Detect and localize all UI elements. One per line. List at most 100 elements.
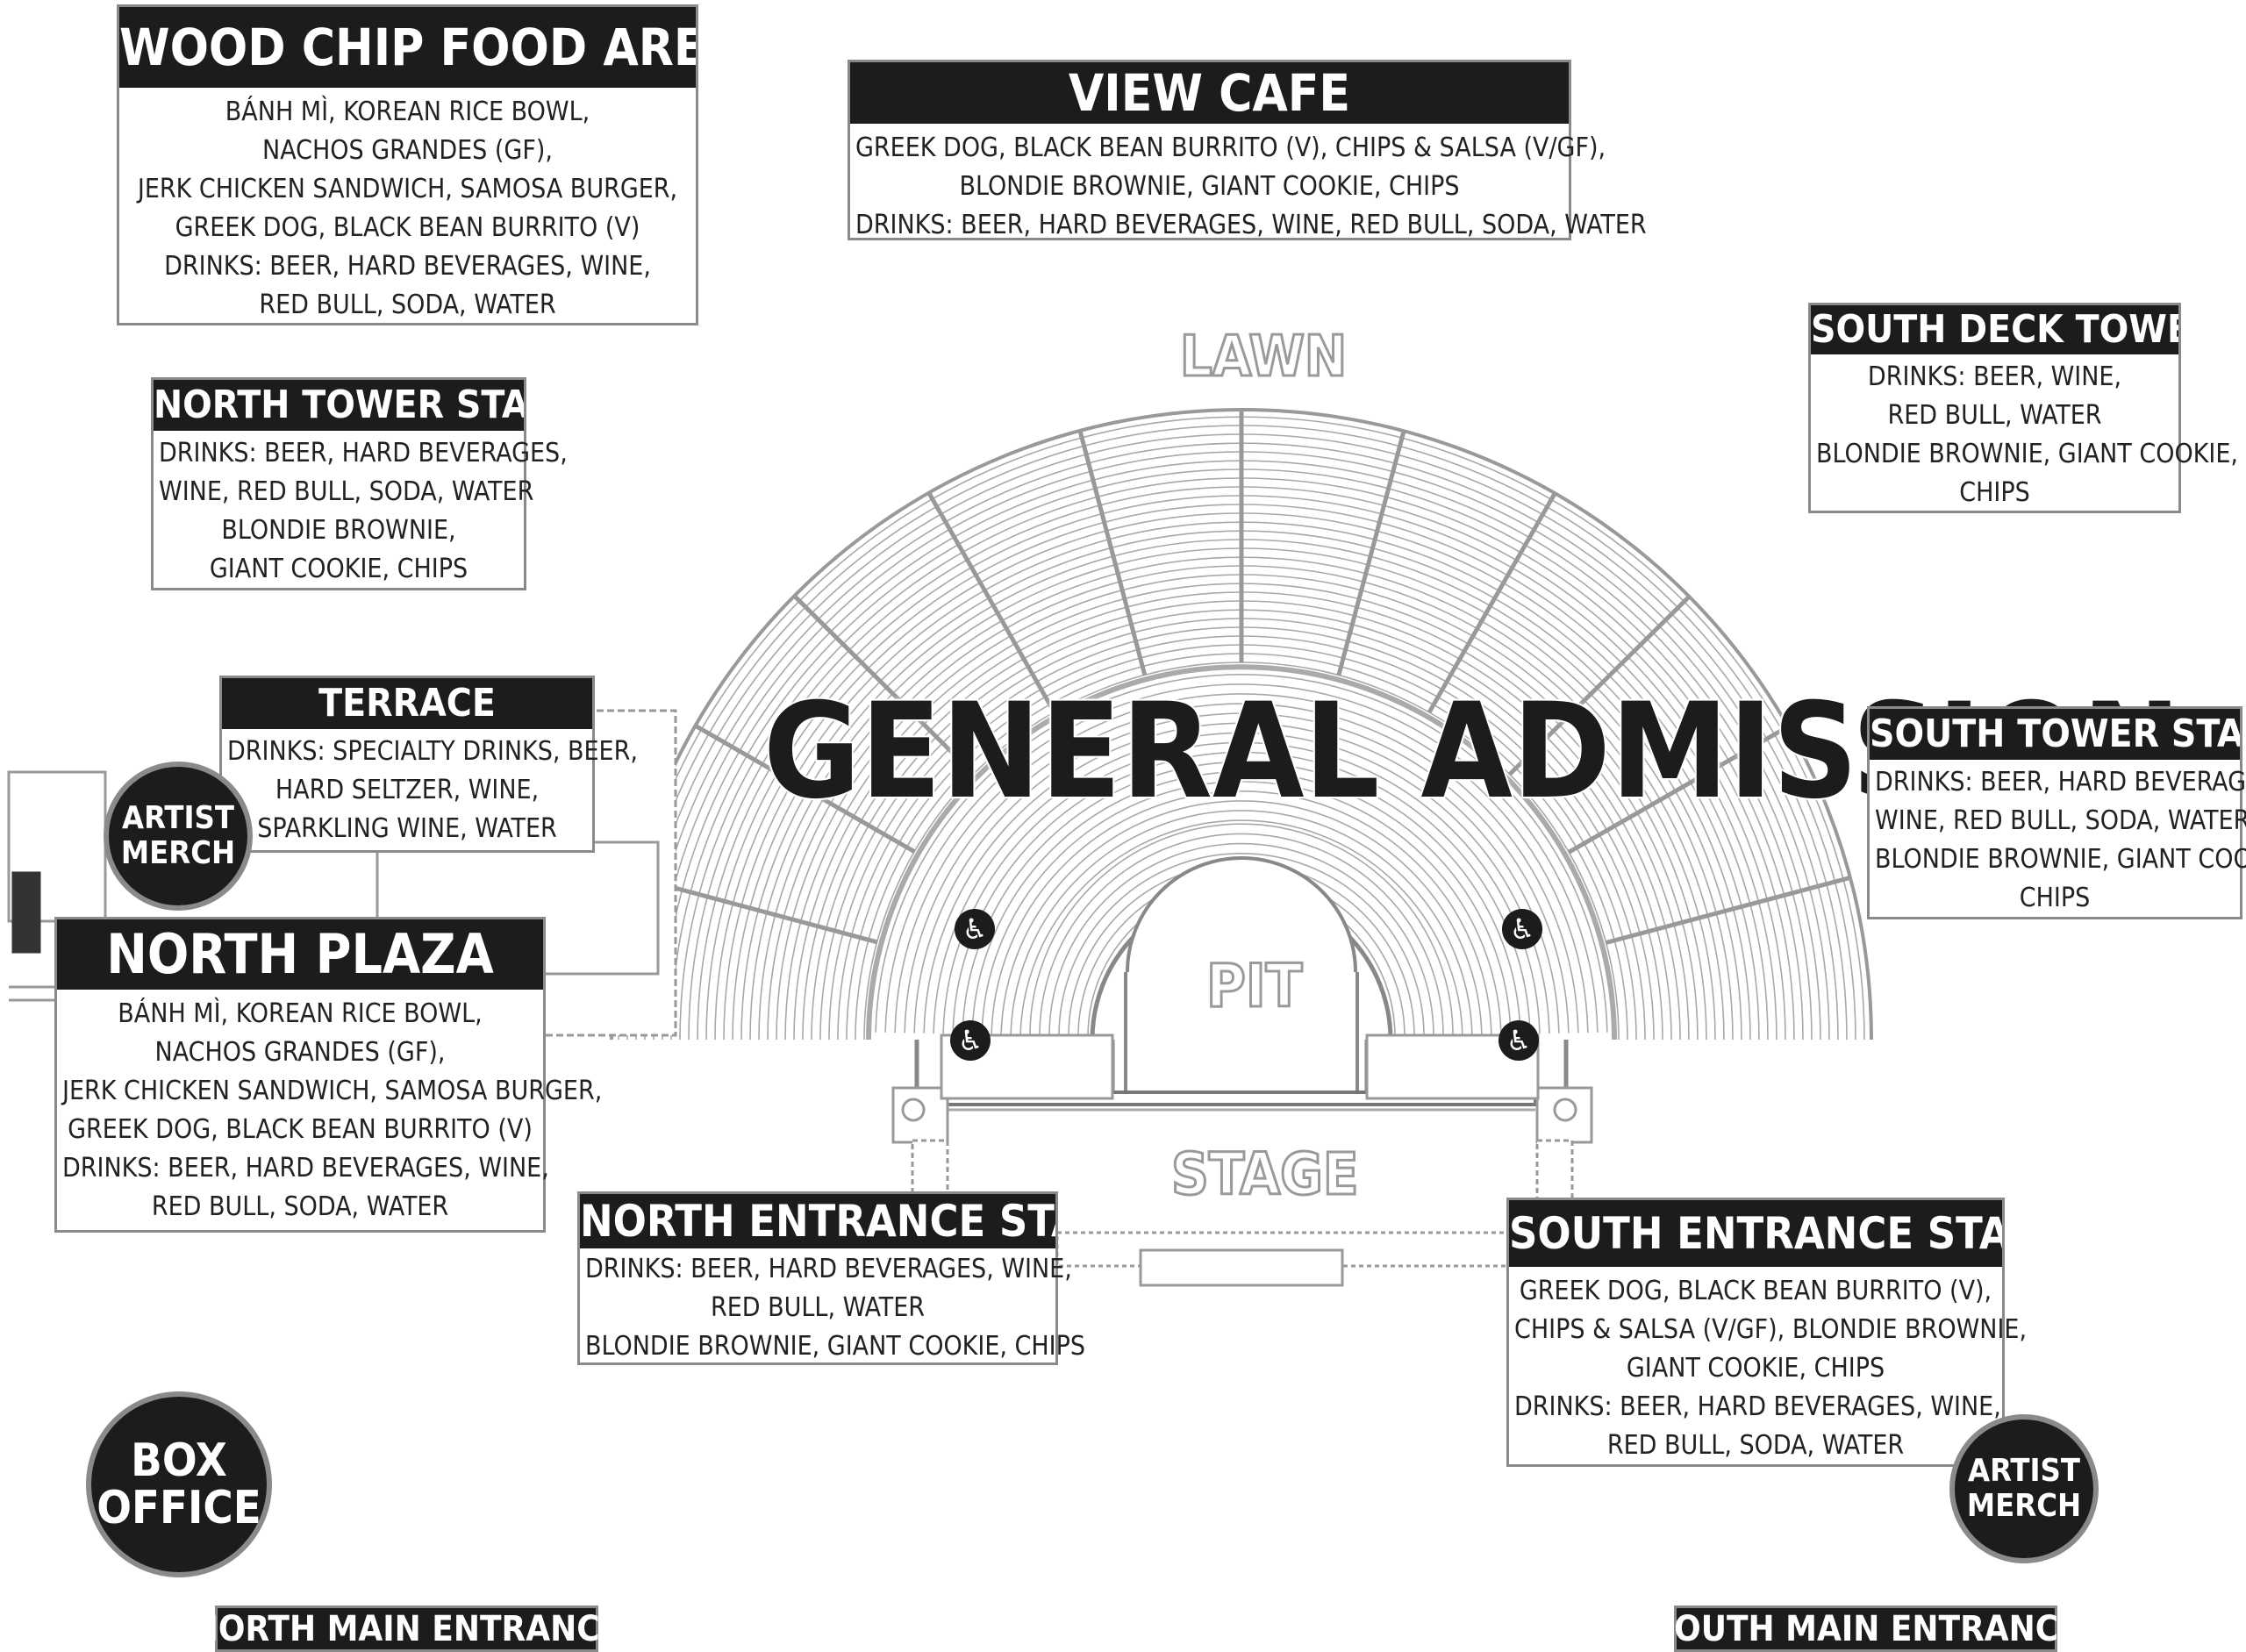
menu-line: NACHOS GRANDES (GF),	[154, 1037, 446, 1068]
pit-label: PIT	[1205, 951, 1303, 1023]
menu-line: DRINKS: BEER, HARD BEVERAGES, WINE,	[585, 1254, 1072, 1284]
menu-line: BÁNH MÌ, KOREAN RICE BOWL,	[225, 97, 590, 127]
aisle	[926, 491, 1056, 713]
box-office-marker: BOX OFFICE	[86, 1391, 272, 1577]
menu-line: SPARKLING WINE, WATER	[257, 813, 557, 844]
seating-row	[1029, 823, 1454, 1036]
seating-row	[894, 693, 1589, 1033]
menu-line: DRINKS: BEER, HARD BEVERAGES,	[1875, 767, 2246, 797]
menu-line: RED BULL, WATER	[1887, 400, 2102, 431]
menu-line: JERK CHICKEN SANDWICH, SAMOSA BURGER,	[62, 1076, 603, 1106]
menu-line: DRINKS: SPECIALTY DRINKS, BEER,	[227, 736, 638, 767]
general-admission-label: GENERAL ADMISSION	[762, 674, 2183, 830]
aisle	[1605, 875, 1851, 945]
menu-line: BÁNH MÌ, KOREAN RICE BOWL,	[118, 998, 483, 1029]
menu-line: NACHOS GRANDES (GF),	[262, 135, 553, 166]
south-tower-stand-box: SOUTH TOWER STAND DRINKS: BEER, HARD BEV…	[1867, 706, 2246, 919]
wood-chip-food-area-menu: BÁNH MÌ, KOREAN RICE BOWL, NACHOS GRANDE…	[119, 88, 696, 332]
north-tower-stand-title: NORTH TOWER STAND	[154, 380, 524, 431]
seating-row	[1000, 800, 1483, 1035]
north-tower-stand-box: NORTH TOWER STAND DRINKS: BEER, HARD BEV…	[151, 377, 568, 590]
wheelchair-icon: ♿	[955, 909, 995, 949]
south-entrance-stand-title: SOUTH ENTRANCE STAND	[1509, 1200, 2002, 1267]
wood-chip-food-area-title: WOOD CHIP FOOD AREA	[119, 7, 696, 88]
view-cafe-menu: GREEK DOG, BLACK BEAN BURRITO (V), CHIPS…	[850, 124, 1647, 252]
lawn-label: LAWN	[1178, 324, 1348, 391]
south-deck-tower-menu: DRINKS: BEER, WINE, RED BULL, WATER BLON…	[1811, 354, 2238, 519]
seating-row	[866, 664, 1617, 1041]
menu-line: DRINKS: BEER, HARD BEVERAGES, WINE,	[1514, 1391, 2001, 1422]
seating-row	[913, 712, 1570, 1033]
aisle	[1507, 595, 1692, 776]
seating-row	[863, 662, 1620, 1041]
menu-line: RED BULL, SODA, WATER	[1606, 1430, 1905, 1461]
north-entrance-stand-menu: DRINKS: BEER, HARD BEVERAGES, WINE, RED …	[580, 1248, 1086, 1373]
seating-row	[971, 771, 1512, 1034]
menu-line: GIANT COOKIE, CHIPS	[209, 554, 469, 584]
menu-line: HARD SELTZER, WINE,	[275, 775, 540, 805]
menu-line: BLONDIE BROWNIE,	[221, 515, 456, 546]
north-entrance-stand-title: NORTH ENTRANCE STAND	[580, 1194, 1055, 1248]
north-plaza-title: NORTH PLAZA	[57, 919, 543, 990]
menu-line: DRINKS: BEER, HARD BEVERAGES,	[159, 438, 568, 468]
artist-merch-label: ARTIST	[122, 800, 234, 836]
view-cafe-box: VIEW CAFE GREEK DOG, BLACK BEAN BURRITO …	[848, 60, 1647, 240]
terrace-box: TERRACE DRINKS: SPECIALTY DRINKS, BEER, …	[219, 676, 638, 853]
stage-label: STAGE	[1169, 1140, 1359, 1210]
menu-line: RED BULL, SODA, WATER	[259, 290, 556, 320]
menu-line: DRINKS: BEER, HARD BEVERAGES, WINE, RED …	[855, 210, 1647, 240]
menu-line: GIANT COOKIE, CHIPS	[1626, 1353, 1885, 1384]
menu-line: BLONDIE BROWNIE, GIANT COOKIE, CHIPS	[585, 1331, 1086, 1362]
south-deck-tower-box: SOUTH DECK TOWER DRINKS: BEER, WINE, RED…	[1808, 303, 2238, 513]
menu-line: GREEK DOG, BLACK BEAN BURRITO (V)	[68, 1114, 533, 1145]
aisle	[1427, 491, 1557, 714]
seating-row	[1039, 833, 1444, 1036]
artist-merch-label: MERCH	[1966, 1488, 2082, 1524]
north-tower-stand-menu: DRINKS: BEER, HARD BEVERAGES, WINE, RED …	[154, 431, 568, 596]
aisle	[1567, 725, 1790, 855]
wheelchair-icon: ♿	[950, 1020, 991, 1061]
menu-line: RED BULL, SODA, WATER	[151, 1191, 449, 1222]
artist-merch-label: ARTIST	[1968, 1453, 2080, 1489]
aisle	[792, 594, 976, 776]
menu-line: WINE, RED BULL, SODA, WATER	[159, 476, 534, 507]
wood-chip-food-area-box: WOOD CHIP FOOD AREA BÁNH MÌ, KOREAN RICE…	[117, 4, 698, 325]
menu-line: BLONDIE BROWNIE, GIANT COOKIE, CHIPS	[959, 171, 1460, 202]
seating-row	[952, 751, 1531, 1034]
menu-line: RED BULL, WATER	[710, 1292, 926, 1323]
wheelchair-icon: ♿	[1502, 909, 1542, 949]
box-office-label: BOX	[131, 1434, 227, 1487]
menu-line: CHIPS	[1959, 477, 2030, 508]
aisle	[694, 724, 916, 854]
seating-row	[962, 761, 1521, 1034]
artist-merch-label: MERCH	[120, 835, 236, 871]
south-deck-tower-title: SOUTH DECK TOWER	[1811, 305, 2178, 354]
menu-line: JERK CHICKEN SANDWICH, SAMOSA BURGER,	[137, 174, 678, 204]
seating-row	[1048, 842, 1434, 1036]
menu-line: BLONDIE BROWNIE, GIANT COOKIE,	[1875, 844, 2246, 875]
south-main-entrance-label: SOUTH MAIN ENTRANCE	[1651, 1606, 2080, 1652]
seating-row	[933, 732, 1550, 1034]
menu-line: GREEK DOG, BLACK BEAN BURRITO (V), CHIPS…	[855, 132, 1606, 163]
artist-merch-south-marker: ARTIST MERCH	[1949, 1414, 2099, 1563]
north-entrance-stand-box: NORTH ENTRANCE STAND DRINKS: BEER, HARD …	[577, 1191, 1085, 1365]
seating-row	[904, 703, 1579, 1033]
south-entrance-stand-box: SOUTH ENTRANCE STAND GREEK DOG, BLACK BE…	[1506, 1198, 2027, 1467]
menu-line: WINE, RED BULL, SODA, WATER	[1875, 805, 2246, 836]
seating-row	[884, 683, 1599, 1033]
seating-row	[991, 790, 1492, 1035]
south-tower-stand-title: SOUTH TOWER STAND	[1870, 709, 2240, 760]
south-tower-stand-menu: DRINKS: BEER, HARD BEVERAGES, WINE, RED …	[1870, 760, 2246, 925]
south-entrance-stand-menu: GREEK DOG, BLACK BEAN BURRITO (V), CHIPS…	[1509, 1267, 2028, 1472]
pit-area	[1126, 972, 1357, 1092]
menu-line: DRINKS: BEER, HARD BEVERAGES, WINE,	[62, 1153, 549, 1184]
terrace-title: TERRACE	[222, 678, 592, 729]
menu-line: CHIPS & SALSA (V/GF), BLONDIE BROWNIE,	[1514, 1314, 2028, 1345]
aisle	[1336, 430, 1406, 676]
menu-line: GREEK DOG, BLACK BEAN BURRITO (V),	[1519, 1276, 1992, 1306]
north-plaza-box: NORTH PLAZA BÁNH MÌ, KOREAN RICE BOWL, N…	[54, 917, 603, 1233]
north-main-entrance-label: NORTH MAIN ENTRANCE	[192, 1606, 621, 1652]
seating-row	[1019, 819, 1463, 1036]
menu-line: GREEK DOG, BLACK BEAN BURRITO (V)	[175, 212, 640, 243]
